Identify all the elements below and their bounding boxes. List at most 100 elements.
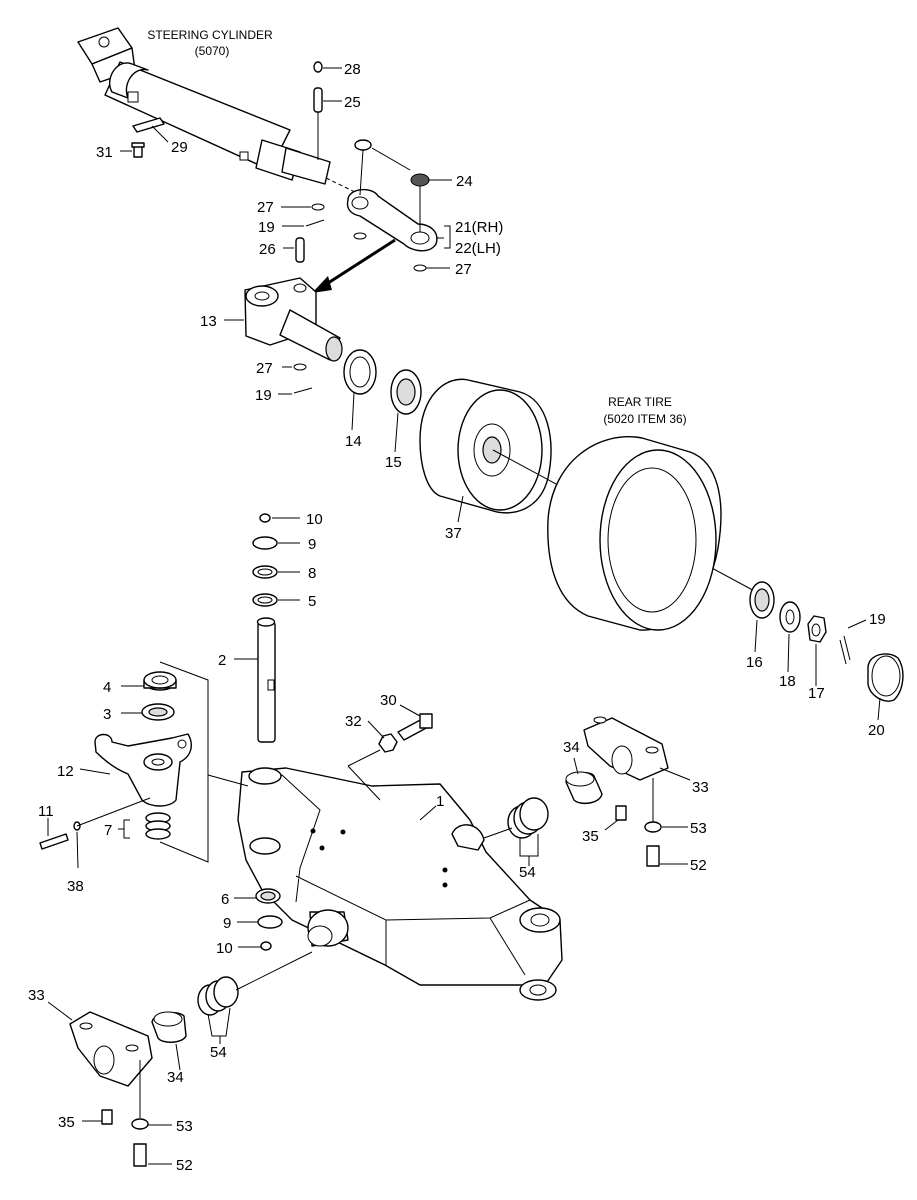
callout-54-right: 54 bbox=[519, 864, 536, 881]
lock-10-bottom bbox=[260, 941, 272, 951]
callout-22-lh: 22(LH) bbox=[455, 240, 501, 257]
callout-52-left: 52 bbox=[176, 1157, 193, 1174]
castle-nut-17 bbox=[807, 615, 827, 643]
callout-13: 13 bbox=[200, 313, 217, 330]
callout-26: 26 bbox=[259, 241, 276, 258]
springs-7 bbox=[145, 812, 171, 840]
callout-27-link: 27 bbox=[455, 261, 472, 278]
callout-9-bottom: 9 bbox=[223, 915, 231, 932]
bushing-34-right bbox=[565, 771, 603, 805]
callout-4: 4 bbox=[103, 679, 111, 696]
bracket-frame-left bbox=[159, 661, 209, 863]
callout-1: 1 bbox=[436, 793, 444, 810]
callout-8: 8 bbox=[308, 565, 316, 582]
callout-20: 20 bbox=[868, 722, 885, 739]
washer-27-knuckle bbox=[293, 363, 307, 371]
callout-35-right: 35 bbox=[582, 828, 599, 845]
wheel-hub-37 bbox=[419, 378, 552, 514]
callout-53-right: 53 bbox=[690, 820, 707, 837]
steering-cylinder-note: STEERING CYLINDER bbox=[147, 28, 273, 42]
callout-10-top: 10 bbox=[306, 511, 323, 528]
bearing-15 bbox=[390, 369, 422, 415]
rear-tire-note: REAR TIRE bbox=[608, 395, 672, 409]
callout-15: 15 bbox=[385, 454, 402, 471]
callout-19-knuckle: 19 bbox=[255, 387, 272, 404]
assembly-arrow bbox=[312, 238, 396, 293]
callout-19-top: 19 bbox=[258, 219, 275, 236]
callout-54-left: 54 bbox=[210, 1044, 227, 1061]
callout-24: 24 bbox=[456, 173, 473, 190]
bolt-52-left bbox=[133, 1143, 147, 1167]
callout-3: 3 bbox=[103, 706, 111, 723]
bracket-33-right bbox=[583, 716, 669, 781]
spring-54-left bbox=[197, 976, 239, 1016]
callout-53-left: 53 bbox=[176, 1118, 193, 1135]
steering-cylinder-ref: (5070) bbox=[195, 44, 230, 58]
rear-tire bbox=[547, 436, 722, 631]
callout-52-right: 52 bbox=[690, 857, 707, 874]
callout-7: 7 bbox=[104, 822, 112, 839]
steering-link-21-22 bbox=[346, 149, 438, 252]
bushing-24 bbox=[354, 139, 430, 187]
callout-28: 28 bbox=[344, 61, 361, 78]
washer-27-top bbox=[311, 203, 325, 211]
spring-54-right bbox=[507, 797, 549, 839]
kingpin-2 bbox=[256, 617, 276, 743]
callout-leaders bbox=[47, 67, 881, 1165]
bushing-34-left bbox=[151, 1011, 187, 1043]
callout-34-left: 34 bbox=[167, 1069, 184, 1086]
hub-cap-20 bbox=[867, 653, 904, 702]
cotter-pin-19-top bbox=[305, 219, 325, 227]
bearing-16 bbox=[749, 581, 775, 619]
callout-37: 37 bbox=[445, 525, 462, 542]
callout-12: 12 bbox=[57, 763, 74, 780]
bolt-35-right bbox=[615, 805, 627, 821]
callout-35-left: 35 bbox=[58, 1114, 75, 1131]
callout-33-left: 33 bbox=[28, 987, 45, 1004]
bolt-52-right bbox=[646, 845, 660, 867]
washer-27-link bbox=[353, 232, 427, 272]
callout-30: 30 bbox=[380, 692, 397, 709]
callout-6: 6 bbox=[221, 891, 229, 908]
rear-tire-ref: (5020 ITEM 36) bbox=[603, 412, 686, 426]
lock-10-top bbox=[259, 513, 271, 523]
callout-16: 16 bbox=[746, 654, 763, 671]
callout-11: 11 bbox=[38, 803, 54, 820]
seal-4 bbox=[143, 671, 177, 691]
bolt-30 bbox=[397, 713, 433, 741]
washer-18 bbox=[779, 601, 801, 633]
seal-5 bbox=[252, 593, 278, 607]
bearing-6 bbox=[255, 888, 281, 904]
shim-8 bbox=[252, 565, 278, 579]
bearing-3 bbox=[141, 703, 175, 721]
callout-9-top: 9 bbox=[308, 536, 316, 553]
callout-27-knuckle: 27 bbox=[256, 360, 273, 377]
callout-10-bottom: 10 bbox=[216, 940, 233, 957]
washer-53-right bbox=[644, 821, 662, 833]
callout-38: 38 bbox=[67, 878, 84, 895]
steering-cylinder bbox=[77, 27, 331, 185]
callout-33-right: 33 bbox=[692, 779, 709, 796]
pin-25 bbox=[313, 87, 323, 113]
rear-axle-1 bbox=[237, 767, 563, 1001]
callout-2: 2 bbox=[218, 652, 226, 669]
bolt-31 bbox=[131, 142, 145, 158]
callout-19-hub: 19 bbox=[869, 611, 886, 628]
callout-labels: 28 25 29 31 24 27 19 21(RH) 22(LH) 26 27… bbox=[28, 61, 886, 1174]
seal-14 bbox=[343, 349, 377, 395]
snap-ring-9-top bbox=[252, 536, 278, 550]
washer-53-left bbox=[131, 1118, 149, 1130]
bolt-35-left bbox=[101, 1109, 113, 1125]
callout-18: 18 bbox=[779, 673, 796, 690]
steering-knuckle-13 bbox=[244, 277, 343, 362]
snap-ring-9-bottom bbox=[257, 915, 283, 929]
pin-26 bbox=[295, 237, 305, 263]
plate-29 bbox=[132, 117, 165, 133]
cotter-pin-19-knuckle bbox=[293, 387, 313, 394]
callout-5: 5 bbox=[308, 593, 316, 610]
washer-32 bbox=[378, 733, 398, 753]
callout-32: 32 bbox=[345, 713, 362, 730]
pin-28 bbox=[313, 61, 323, 73]
cotter-pin-19-hub bbox=[839, 635, 851, 665]
